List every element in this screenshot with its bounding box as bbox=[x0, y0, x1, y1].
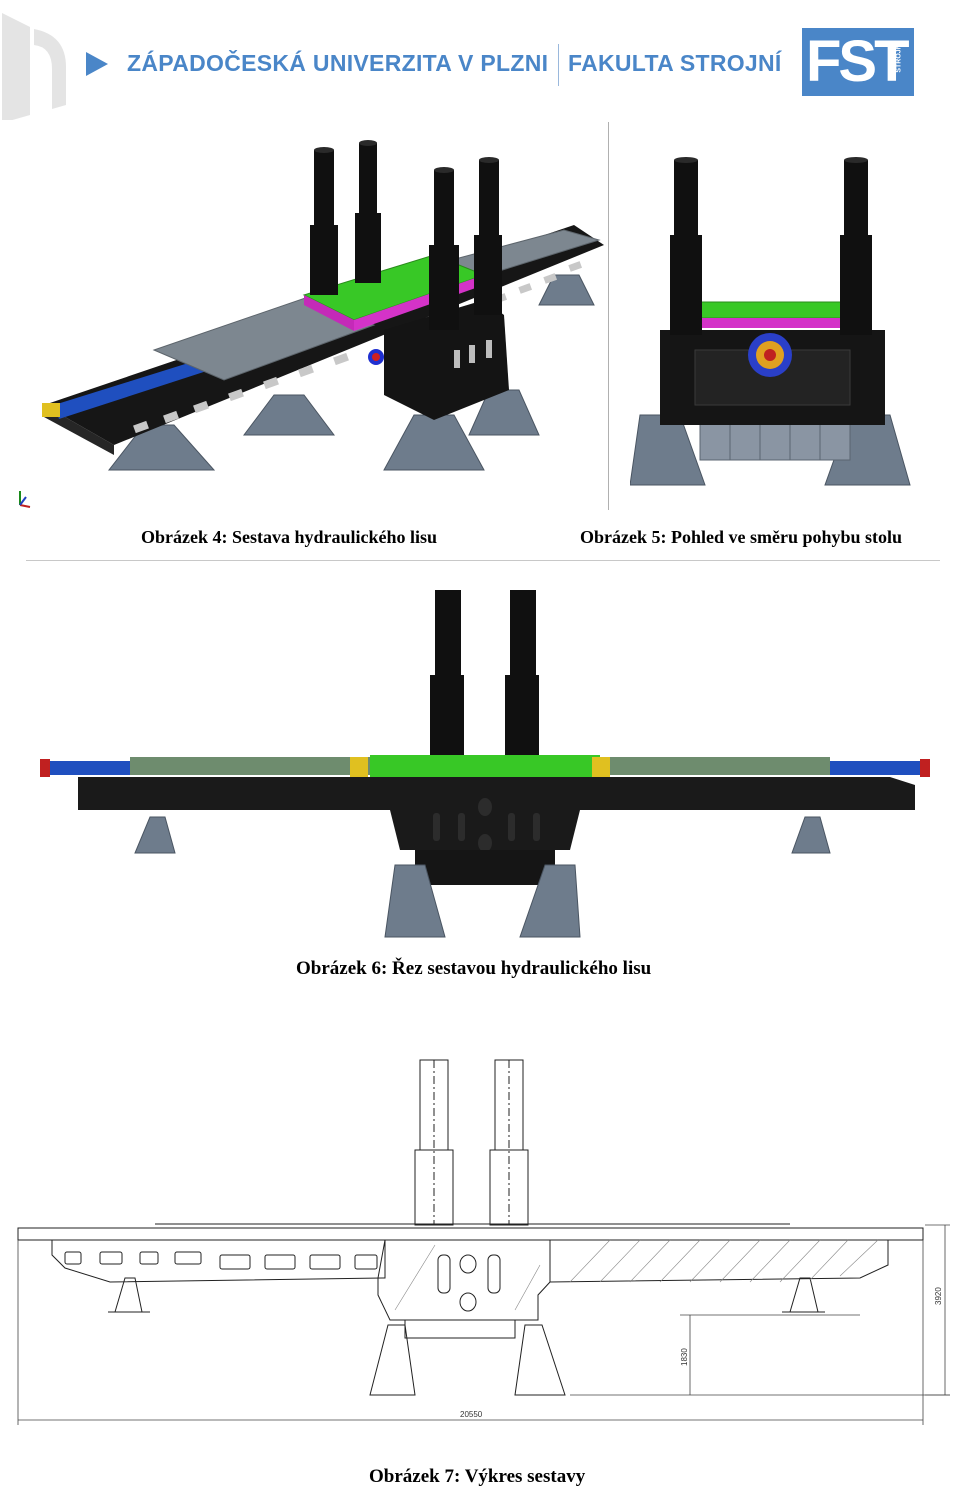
fst-logo-sub1: FAKULTA bbox=[888, 41, 896, 74]
figure-5-caption: Obrázek 5: Pohled ve směru pohybu stolu bbox=[580, 527, 903, 547]
section-divider bbox=[26, 560, 940, 561]
arrow-right-icon bbox=[86, 52, 108, 76]
dimension-height-label: 3920 bbox=[934, 1287, 943, 1305]
figure-4-caption: Obrázek 4: Sestava hydraulického lisu bbox=[141, 527, 438, 547]
fst-logo-sub: FAKULTA STROJNÍ bbox=[888, 32, 912, 92]
fst-logo-letters: FST bbox=[806, 29, 910, 94]
university-logo-mark bbox=[2, 13, 66, 120]
figure-5-image bbox=[630, 157, 911, 486]
faculty-name: FAKULTA STROJNÍ bbox=[568, 50, 782, 76]
university-name: ZÁPADOČESKÁ UNIVERZITA V PLZNI bbox=[127, 50, 549, 76]
figure-7-caption: Obrázek 7: Výkres sestavy bbox=[369, 1466, 586, 1487]
page-header: ZÁPADOČESKÁ UNIVERZITA V PLZNI FAKULTA S… bbox=[0, 0, 960, 120]
header-divider bbox=[558, 44, 559, 86]
figure-6-image bbox=[40, 590, 930, 938]
figure-divider-vertical bbox=[608, 122, 609, 510]
fst-logo: FST FAKULTA STROJNÍ bbox=[802, 28, 914, 96]
figure-7-drawing bbox=[17, 1059, 950, 1425]
dimension-lower-label: 1830 bbox=[680, 1348, 689, 1366]
fst-logo-sub2: STROJNÍ bbox=[895, 42, 903, 73]
dimension-width-label: 20550 bbox=[460, 1410, 483, 1419]
figure-4-image bbox=[19, 140, 604, 508]
figure-6-caption: Obrázek 6: Řez sestavou hydraulického li… bbox=[296, 958, 652, 979]
